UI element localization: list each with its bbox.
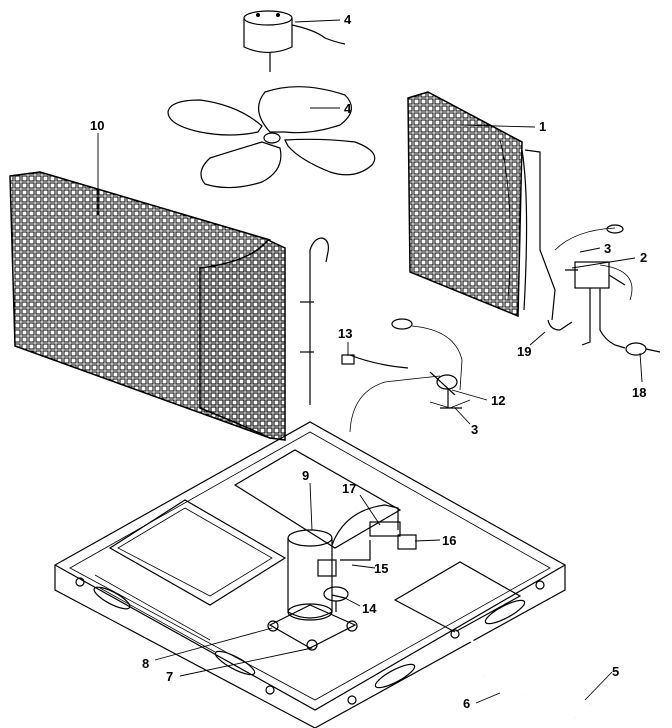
callout-8: 8 xyxy=(142,656,149,671)
control-wiring xyxy=(341,318,471,433)
callout-2: 2 xyxy=(640,250,647,265)
compressor xyxy=(267,529,358,651)
condenser-coil xyxy=(9,171,286,441)
leader-lines xyxy=(97,19,643,704)
base-pan xyxy=(53,421,567,728)
callout-1: 1 xyxy=(539,119,546,134)
fan-motor xyxy=(243,10,346,72)
callout-16: 16 xyxy=(442,533,456,548)
callout-6: 6 xyxy=(463,696,470,711)
callout-12: 12 xyxy=(491,393,505,408)
callout-4-blade: 4 xyxy=(344,101,352,116)
callout-7: 7 xyxy=(166,669,173,684)
callout-17: 17 xyxy=(342,481,356,496)
callout-9: 9 xyxy=(302,468,309,483)
callout-3-valve: 3 xyxy=(604,241,611,256)
valve-assembly xyxy=(547,224,661,356)
support-rod xyxy=(300,237,329,405)
callout-5: 5 xyxy=(612,664,619,679)
evaporator-coil xyxy=(407,91,556,321)
fan-blade xyxy=(167,86,376,189)
callouts: 4 4 1 10 3 2 19 18 13 12 3 9 17 16 15 14… xyxy=(90,12,647,711)
callout-14: 14 xyxy=(362,601,377,616)
callout-13: 13 xyxy=(338,326,352,341)
refrigerant-lines xyxy=(323,504,417,612)
callout-4-motor: 4 xyxy=(344,12,352,27)
callout-18: 18 xyxy=(632,385,646,400)
line-set xyxy=(450,629,591,719)
callout-10: 10 xyxy=(90,118,104,133)
callout-19: 19 xyxy=(517,344,531,359)
callout-3-sensor: 3 xyxy=(471,422,478,437)
callout-15: 15 xyxy=(374,561,388,576)
